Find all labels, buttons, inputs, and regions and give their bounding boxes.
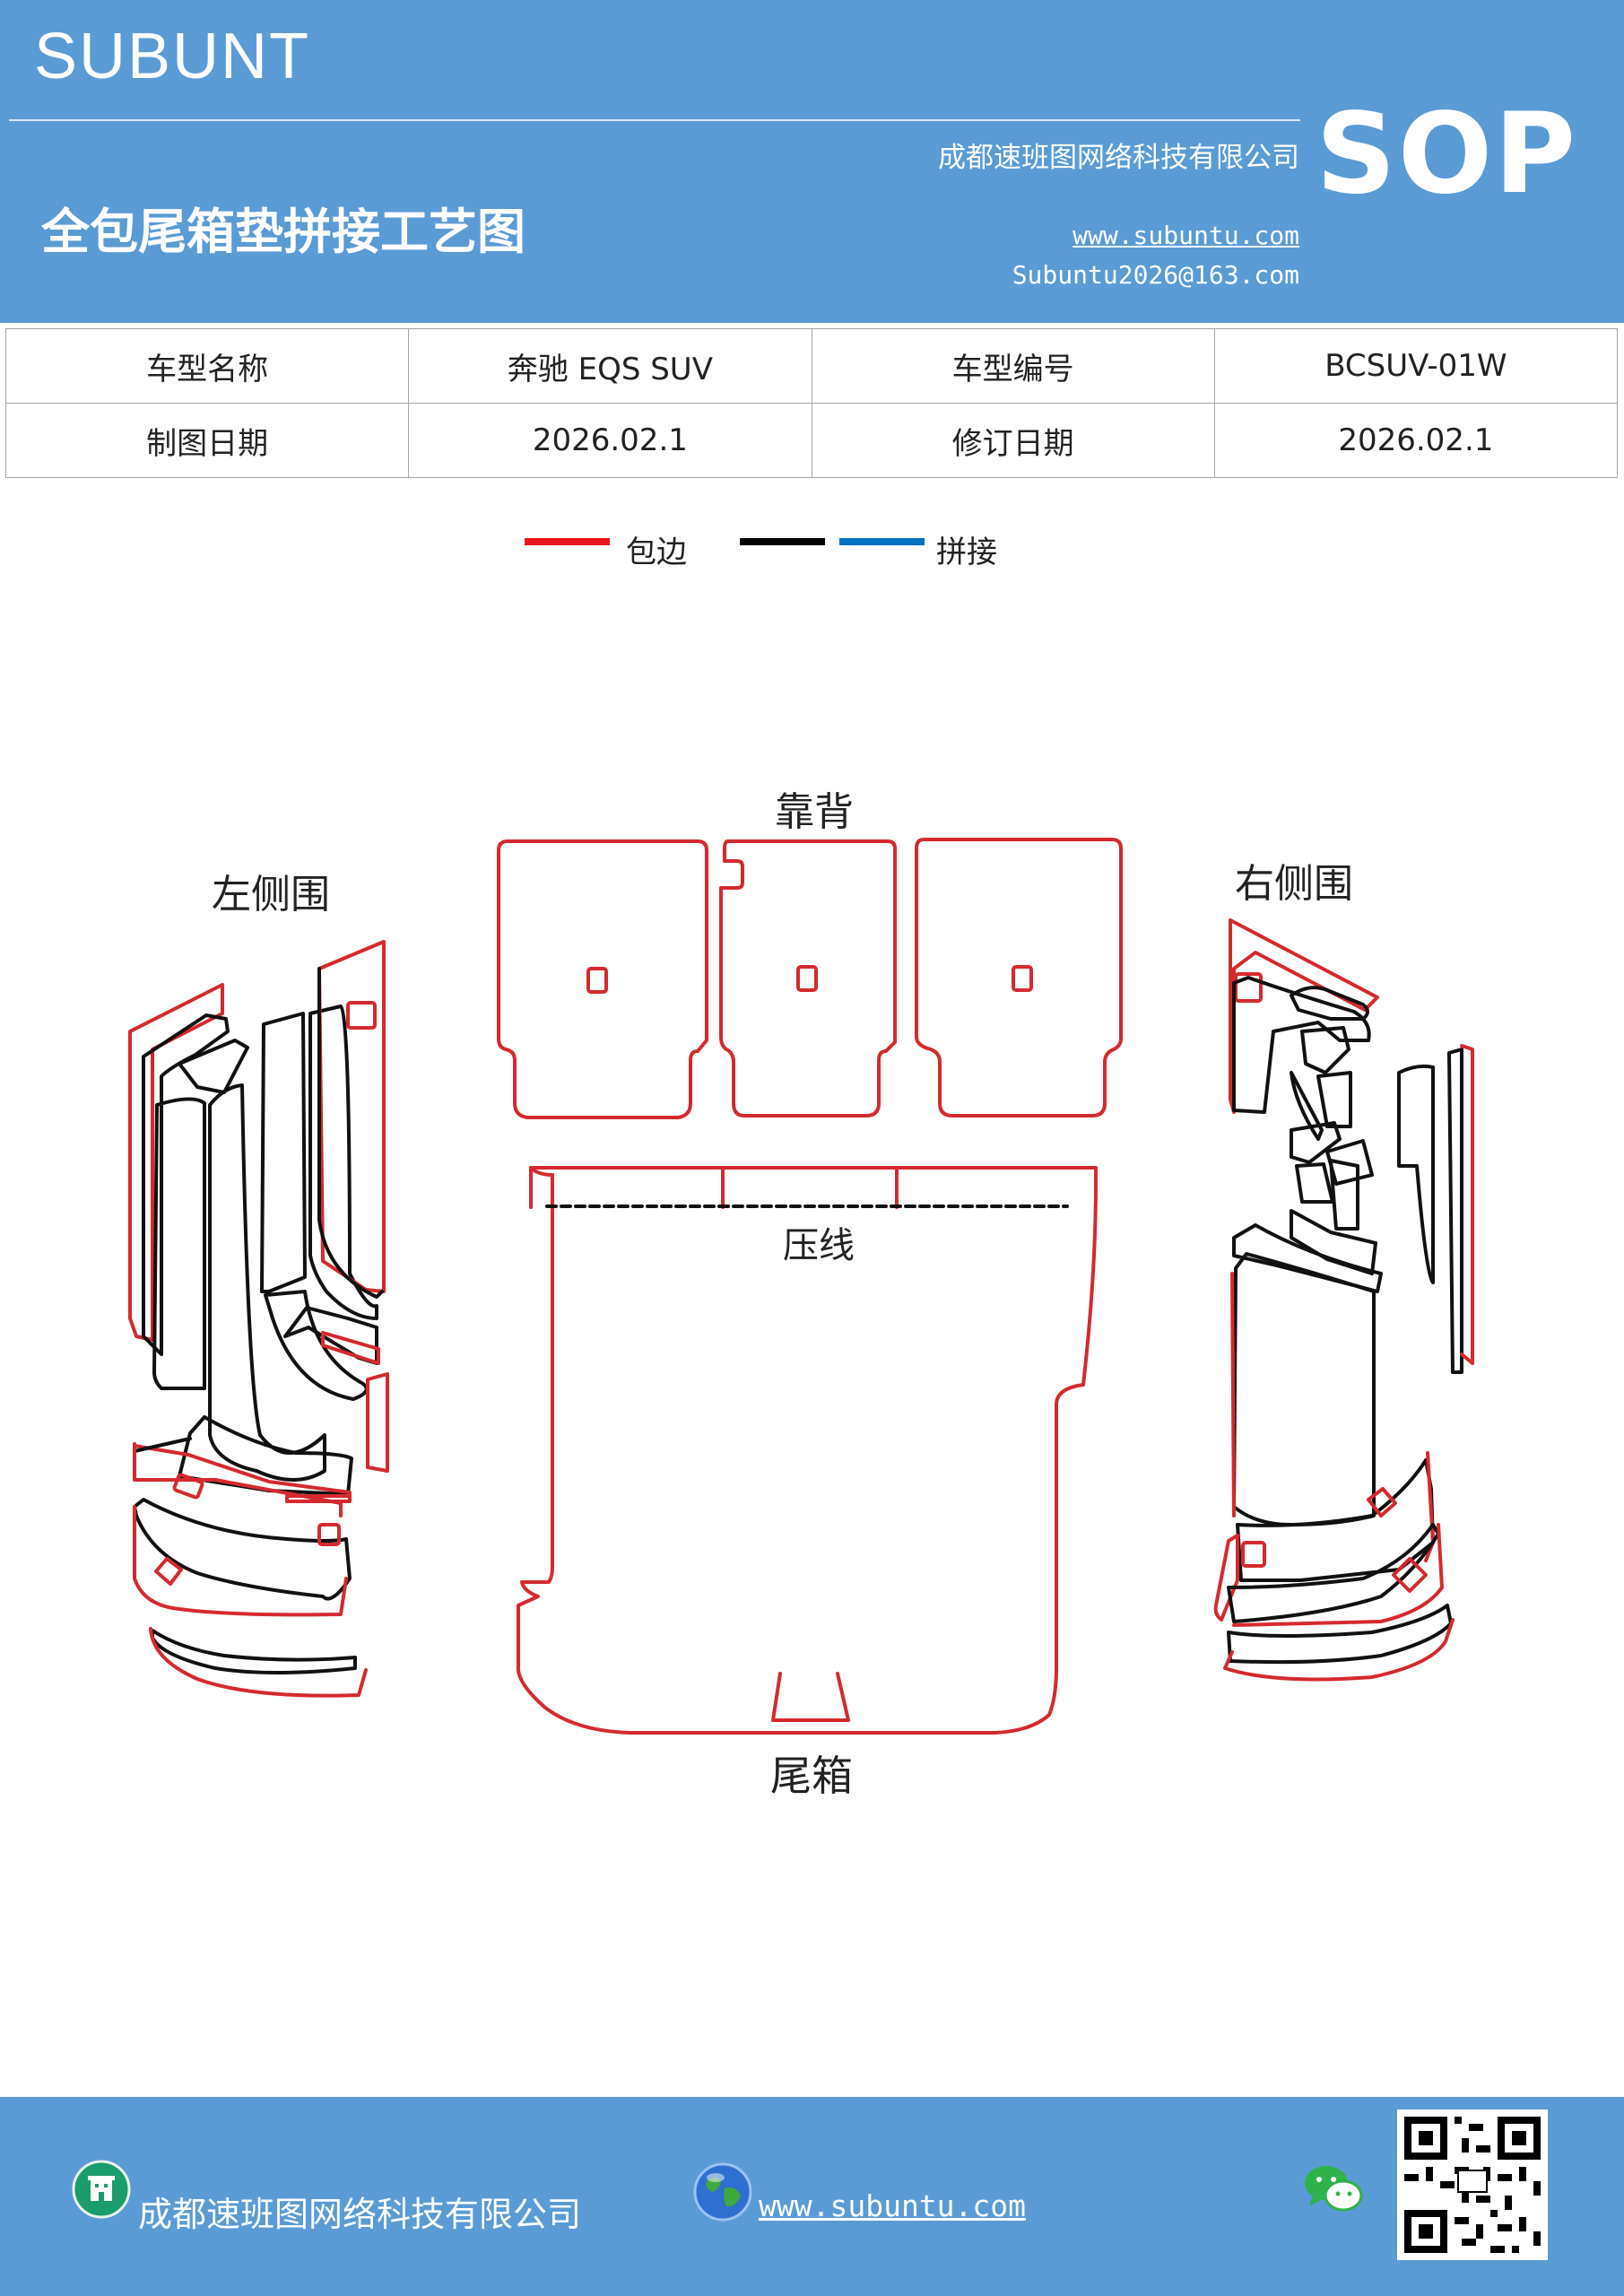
backrest-hole — [796, 965, 818, 992]
table-cell: 制图日期 — [4, 403, 410, 478]
globe-icon — [693, 2162, 752, 2222]
label-trunk: 尾箱 — [770, 1752, 853, 1800]
left-side-pieces — [128, 940, 389, 1698]
table-cell: 车型名称 — [4, 328, 410, 404]
building-icon — [72, 2160, 131, 2219]
backrest-panels — [497, 838, 1123, 1119]
table-row: 制图日期 2026.02.1 修订日期 2026.02.1 — [4, 403, 1619, 478]
trunk-floor — [516, 1166, 1098, 1735]
legend-outline-swatch — [740, 538, 825, 545]
table-row: 车型名称 奔驰 EQS SUV 车型编号 BCSUV-01W — [4, 328, 1619, 404]
vehicle-info-table: 车型名称 奔驰 EQS SUV 车型编号 BCSUV-01W 制图日期 2026… — [4, 328, 1619, 478]
table-cell: 奔驰 EQS SUV — [408, 328, 812, 404]
footer-website-link[interactable]: www.subuntu.com — [759, 2188, 1027, 2223]
backrest-hole — [1012, 965, 1033, 992]
legend-splice-label: 拼接 — [936, 535, 997, 570]
legend-edge-swatch — [525, 538, 610, 545]
wechat-icon[interactable] — [1302, 2161, 1365, 2217]
header-divider — [9, 119, 1300, 121]
qr-code[interactable] — [1397, 2109, 1548, 2260]
backrest-hole — [586, 967, 608, 994]
backrest-panel-left — [497, 839, 708, 1119]
header-banner: SUBUNT 成都速班图网络科技有限公司 SOP 全包尾箱垫拼接工艺图 www.… — [0, 0, 1624, 323]
footer-banner: 成都速班图网络科技有限公司 www.subuntu.com — [0, 2097, 1624, 2296]
table-cell: 车型编号 — [811, 328, 1215, 404]
document-title: 全包尾箱垫拼接工艺图 — [41, 203, 525, 260]
brand-name: SUBUNT — [34, 21, 311, 92]
label-press-line: 压线 — [783, 1225, 855, 1266]
backrest-panel-right — [915, 838, 1123, 1118]
sop-mark: SOP — [1316, 90, 1577, 219]
backrest-panel-center — [719, 839, 897, 1118]
table-cell: 2026.02.1 — [408, 403, 812, 478]
legend: 包边 拼接 — [0, 520, 1624, 574]
mat-layout-diagram: 靠背 左侧围 右侧围 压线 尾箱 — [128, 789, 1474, 1800]
table-cell: BCSUV-01W — [1213, 328, 1619, 404]
header-website-link[interactable]: www.subuntu.com — [1073, 221, 1299, 250]
label-left-side: 左侧围 — [212, 872, 330, 918]
right-side-pieces — [1213, 918, 1474, 1682]
label-backrest: 靠背 — [775, 789, 854, 835]
legend-splice-swatch — [839, 538, 925, 545]
label-right-side: 右侧围 — [1235, 861, 1353, 907]
header-email[interactable]: Subuntu2026@163.com — [1012, 260, 1299, 290]
legend-edge-label: 包边 — [626, 535, 687, 570]
table-cell: 2026.02.1 — [1213, 403, 1619, 478]
table-cell: 修订日期 — [811, 403, 1215, 478]
footer-company: 成都速班图网络科技有限公司 — [138, 2195, 582, 2234]
header-company: 成都速班图网络科技有限公司 — [938, 142, 1299, 174]
